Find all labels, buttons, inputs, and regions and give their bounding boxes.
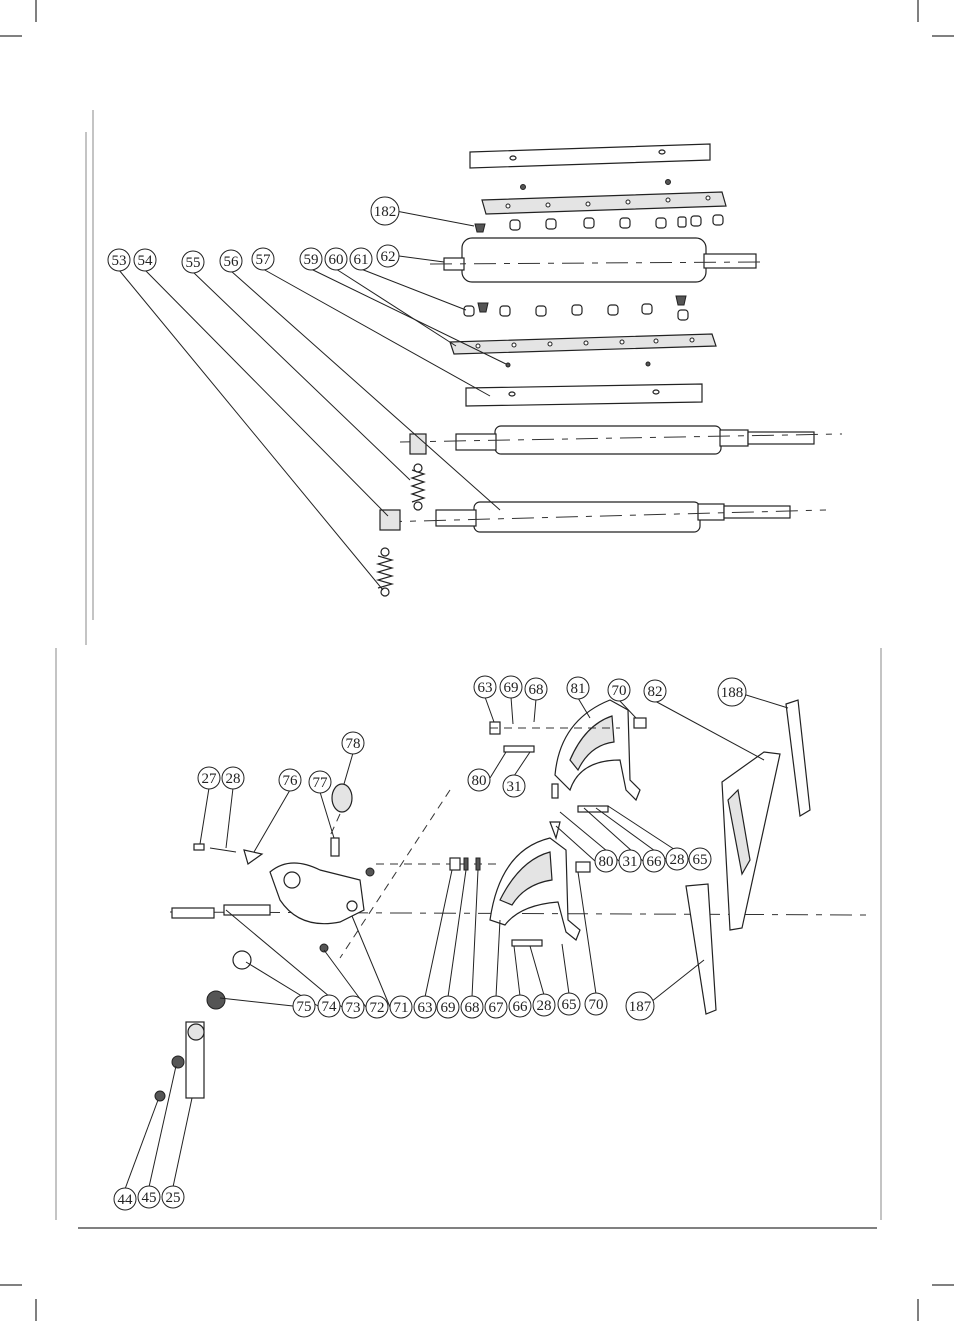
- callout-label-55: 55: [186, 255, 201, 271]
- lower-gib: [450, 334, 716, 354]
- callout-label-66: 66: [513, 999, 529, 1015]
- callout-label-69: 69: [504, 680, 519, 696]
- callout-label-66: 66: [647, 854, 663, 870]
- fence-extrusion: [722, 752, 780, 930]
- callout-label-31: 31: [623, 854, 638, 870]
- callout-label-78: 78: [346, 736, 361, 752]
- callout-label-188: 188: [721, 685, 744, 701]
- upper-cutterhead-assembly: [119, 144, 842, 596]
- callout-label-76: 76: [283, 773, 299, 789]
- callout-label-28: 28: [226, 771, 241, 787]
- callout-label-63: 63: [418, 1000, 433, 1016]
- callout-label-65: 65: [693, 852, 708, 868]
- callout-label-27: 27: [202, 771, 218, 787]
- callout-label-53: 53: [112, 253, 127, 269]
- callout-label-71: 71: [394, 1000, 409, 1016]
- callout-label-56: 56: [224, 254, 240, 270]
- outfeed-roller: [474, 502, 700, 532]
- callout-label-182: 182: [374, 204, 397, 220]
- callout-label-57: 57: [256, 252, 272, 268]
- callout-label-82: 82: [648, 684, 663, 700]
- callout-label-28: 28: [670, 852, 685, 868]
- bracket-upper: [555, 700, 640, 800]
- callout-label-45: 45: [142, 1190, 157, 1206]
- fence-guard: [786, 700, 810, 816]
- callout-label-80: 80: [472, 773, 487, 789]
- callout-label-68: 68: [465, 1000, 480, 1016]
- callout-label-63: 63: [478, 680, 493, 696]
- callout-label-61: 61: [354, 252, 369, 268]
- callout-label-31: 31: [507, 779, 522, 795]
- knife-blade: [482, 192, 726, 214]
- callout-label-77: 77: [313, 775, 329, 791]
- fence-plate: [686, 884, 716, 1014]
- callout-label-25: 25: [166, 1190, 181, 1206]
- callout-label-69: 69: [441, 1000, 456, 1016]
- callout-label-65: 65: [562, 997, 577, 1013]
- callout-label-54: 54: [138, 253, 154, 269]
- callout-label-80: 80: [599, 854, 614, 870]
- callout-label-28: 28: [537, 998, 552, 1014]
- callout-label-70: 70: [612, 683, 627, 699]
- callout-label-75: 75: [297, 999, 312, 1015]
- bracket-lower: [490, 838, 580, 940]
- callout-label-67: 67: [489, 1000, 505, 1016]
- callout-label-59: 59: [304, 252, 319, 268]
- cutterhead: [462, 238, 706, 282]
- callout-label-68: 68: [529, 682, 544, 698]
- top-gib-plate: [470, 144, 710, 168]
- callout-label-70: 70: [589, 997, 604, 1013]
- callout-label-73: 73: [346, 1000, 361, 1016]
- callout-label-74: 74: [322, 999, 338, 1015]
- infeed-roller: [495, 426, 721, 454]
- callout-label-62: 62: [381, 249, 396, 265]
- callout-label-81: 81: [571, 681, 586, 697]
- callout-label-60: 60: [329, 252, 344, 268]
- callout-label-72: 72: [370, 1000, 385, 1016]
- pivot-arm: [270, 863, 364, 924]
- callout-label-44: 44: [118, 1192, 134, 1208]
- lower-plate: [466, 384, 702, 406]
- callout-label-187: 187: [629, 999, 652, 1015]
